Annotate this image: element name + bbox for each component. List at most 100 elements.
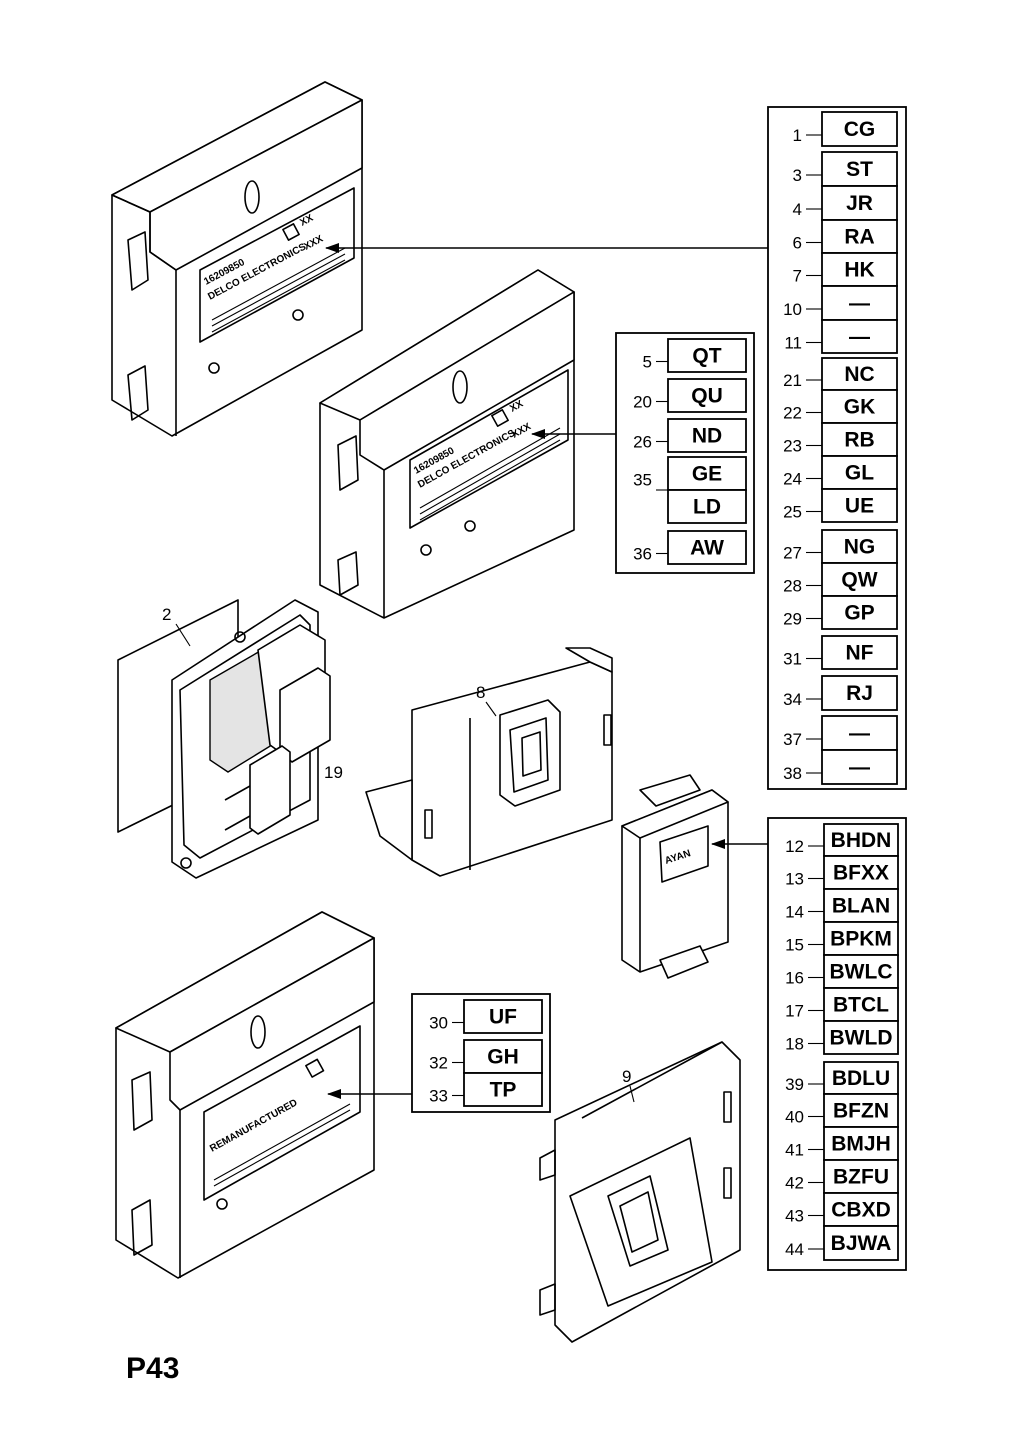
code-value: BFXX [833,862,889,885]
code-cell [821,319,898,354]
pin-number: 1 [793,126,802,145]
pin-number: 44 [785,1240,804,1259]
code-cell [821,111,898,147]
code-value: BWLD [830,1027,893,1050]
code-value: BWLC [830,961,893,984]
code-value: — [849,722,870,745]
pin-number: 41 [785,1141,804,1160]
pin-number: 23 [783,437,802,456]
code-value: QT [692,345,721,368]
code-value: BZFU [833,1166,889,1189]
pin-number: 21 [783,371,802,390]
code-value: GL [845,462,874,485]
code-value: AW [690,537,724,560]
code-value: BFZN [833,1100,889,1123]
pin-number: 10 [783,300,802,319]
code-cell [667,338,747,373]
code-value: LD [693,496,721,519]
code-cell [821,595,898,630]
pin-number: 42 [785,1174,804,1193]
pin-number: 22 [783,404,802,423]
pin-number: 28 [783,577,802,596]
code-value: CBXD [831,1199,891,1222]
code-value: GH [487,1046,519,1069]
pin-number: 43 [785,1207,804,1226]
part-19-connector [171,599,331,879]
part-2-label: 2 [162,605,171,624]
code-cell [823,1225,899,1261]
part-19-label: 19 [324,763,343,782]
pin-number: 39 [785,1075,804,1094]
code-value: BPKM [830,928,892,951]
code-cell [821,252,898,287]
code-value: — [849,756,870,779]
code-cell [463,1072,543,1107]
part-2-leader [175,623,191,647]
pin-number: 17 [785,1002,804,1021]
part-9-bracket [539,1041,741,1343]
part-8-leader [485,701,497,717]
code-value: UF [489,1006,517,1029]
code-cell [821,562,898,597]
pin-number: 29 [783,610,802,629]
page-label: P43 [126,1352,179,1385]
pin-number: 38 [783,764,802,783]
code-value: QU [691,385,723,408]
code-cell [667,378,747,413]
code-value: QW [841,569,877,592]
part-9-label: 9 [622,1067,631,1086]
code-value: ST [846,158,873,181]
pin-number: 27 [783,544,802,563]
code-cell [823,1159,899,1194]
code-value: GE [692,463,722,486]
control-module-3: REMANUFACTURED [115,911,375,1279]
code-cell [823,1020,899,1055]
part-8-bracket [365,647,613,877]
code-cell [463,999,543,1034]
pin-number: 3 [793,166,802,185]
pin-number: 11 [784,334,802,353]
control-module-1: 16209850 DELCO ELECTRONICS XX XXX [111,81,363,437]
code-cell [667,418,747,453]
code-cell [823,1192,899,1227]
pin-number: 7 [793,267,802,286]
pin-number: 20 [633,393,652,412]
code-value: BMJH [831,1133,891,1156]
code-cell [823,987,899,1022]
code-value: BDLU [832,1067,890,1090]
code-value: ND [692,425,722,448]
code-cell [821,715,898,751]
code-value: RJ [846,682,873,705]
code-cell [821,529,898,564]
code-cell [823,921,899,956]
code-tables: CG1ST3JR4RA6HK7—10—11NC21GK22RB23GL24UE2… [411,106,907,1271]
code-value: HK [844,259,874,282]
pin-number: 31 [783,650,802,669]
code-cell [821,151,898,187]
code-table-relay: BHDN12BFXX13BLAN14BPKM15BWLC16BTCL17BWLD… [767,817,907,1271]
pin-number: 24 [783,470,802,489]
code-value: UE [845,495,874,518]
code-cell [823,855,899,890]
code-cell [821,488,898,523]
code-cell [823,888,899,923]
code-cell [821,635,898,670]
code-value: NF [846,642,874,665]
pin-number: 36 [633,545,652,564]
code-value: NG [844,536,876,559]
code-cell [667,489,747,524]
pin-number: 6 [793,234,802,253]
code-value: BLAN [832,895,890,918]
code-cell [463,1039,543,1074]
relay-module: AYAN [621,774,729,979]
pin-number: 5 [643,353,652,372]
pin-number: 35 [633,471,652,490]
code-value: — [849,326,870,349]
pin-number: 16 [785,969,804,988]
code-value: CG [844,118,876,141]
pin-number: 32 [429,1054,448,1073]
code-cell [667,456,747,491]
pin-number: 13 [785,870,804,889]
pin-number: 4 [793,200,802,219]
